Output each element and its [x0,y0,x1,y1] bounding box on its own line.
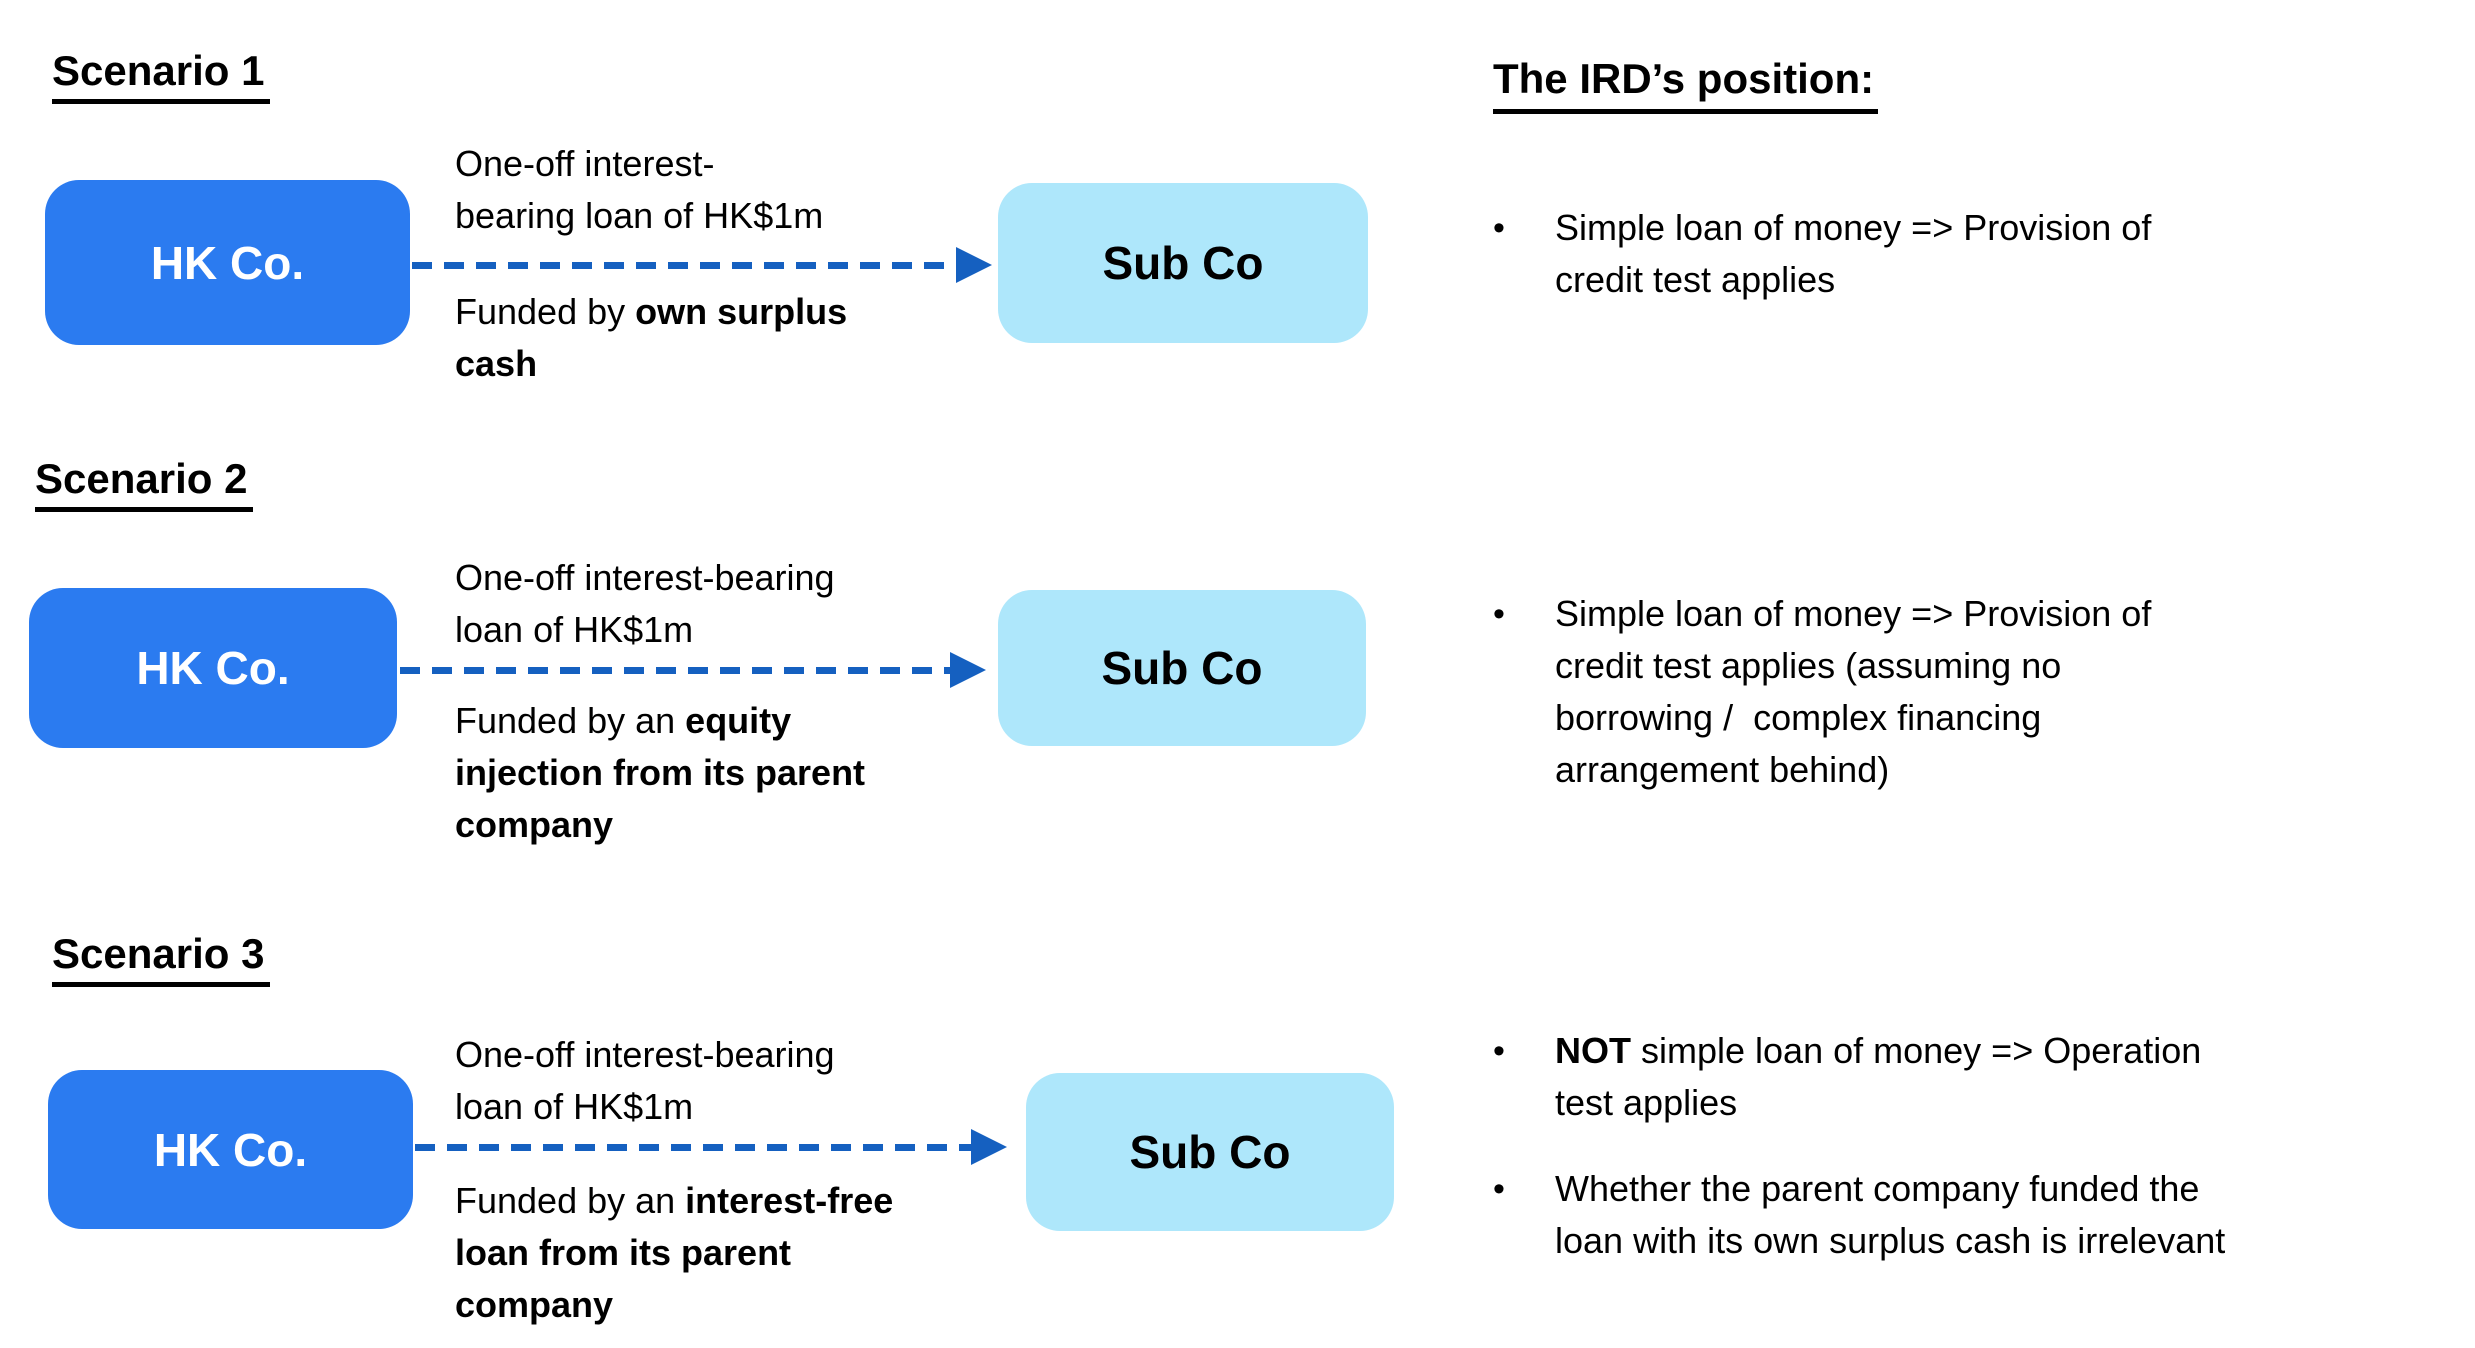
scenario-2-title-text: Scenario 2 [35,455,254,513]
loan-arrow-line [400,667,950,674]
sub-co-box: Sub Co [998,590,1366,746]
bullet-icon: • [1493,595,1505,633]
scenario-3-title: Scenario 3 [52,930,271,988]
scenario-2-title: Scenario 2 [35,455,254,513]
bullet-icon: • [1493,209,1505,247]
hk-co-box: HK Co. [45,180,410,345]
scenario-1-loan-label: One-off interest-bearing loan of HK$1m [455,143,824,236]
hk-co-box: HK Co. [29,588,397,748]
hk-co-label: HK Co. [136,642,290,694]
hk-co-box: HK Co. [48,1070,413,1229]
ird-position-title-text: The IRD’s position: [1493,55,1879,114]
loan-arrow-head [971,1129,1007,1165]
bullet-icon: • [1493,1032,1505,1070]
loan-arrow-line [415,1144,971,1151]
sub-co-label: Sub Co [1101,642,1263,694]
loan-arrow-head [950,652,986,688]
scenario-1-title: Scenario 1 [52,47,271,105]
sub-co-label: Sub Co [1102,237,1264,289]
scenario-1-title-text: Scenario 1 [52,47,271,105]
sub-co-box: Sub Co [1026,1073,1394,1231]
ird-position-title: The IRD’s position: [1493,55,1879,114]
loan-arrow-head [956,247,992,283]
hk-co-label: HK Co. [153,1123,308,1176]
bullet-icon: • [1493,1170,1505,1208]
hk-co-label: HK Co. [150,236,305,289]
sub-co-label: Sub Co [1129,1126,1291,1178]
scenario-3-title-text: Scenario 3 [52,930,271,988]
loan-arrow-line [412,262,958,269]
sub-co-box: Sub Co [998,183,1368,343]
